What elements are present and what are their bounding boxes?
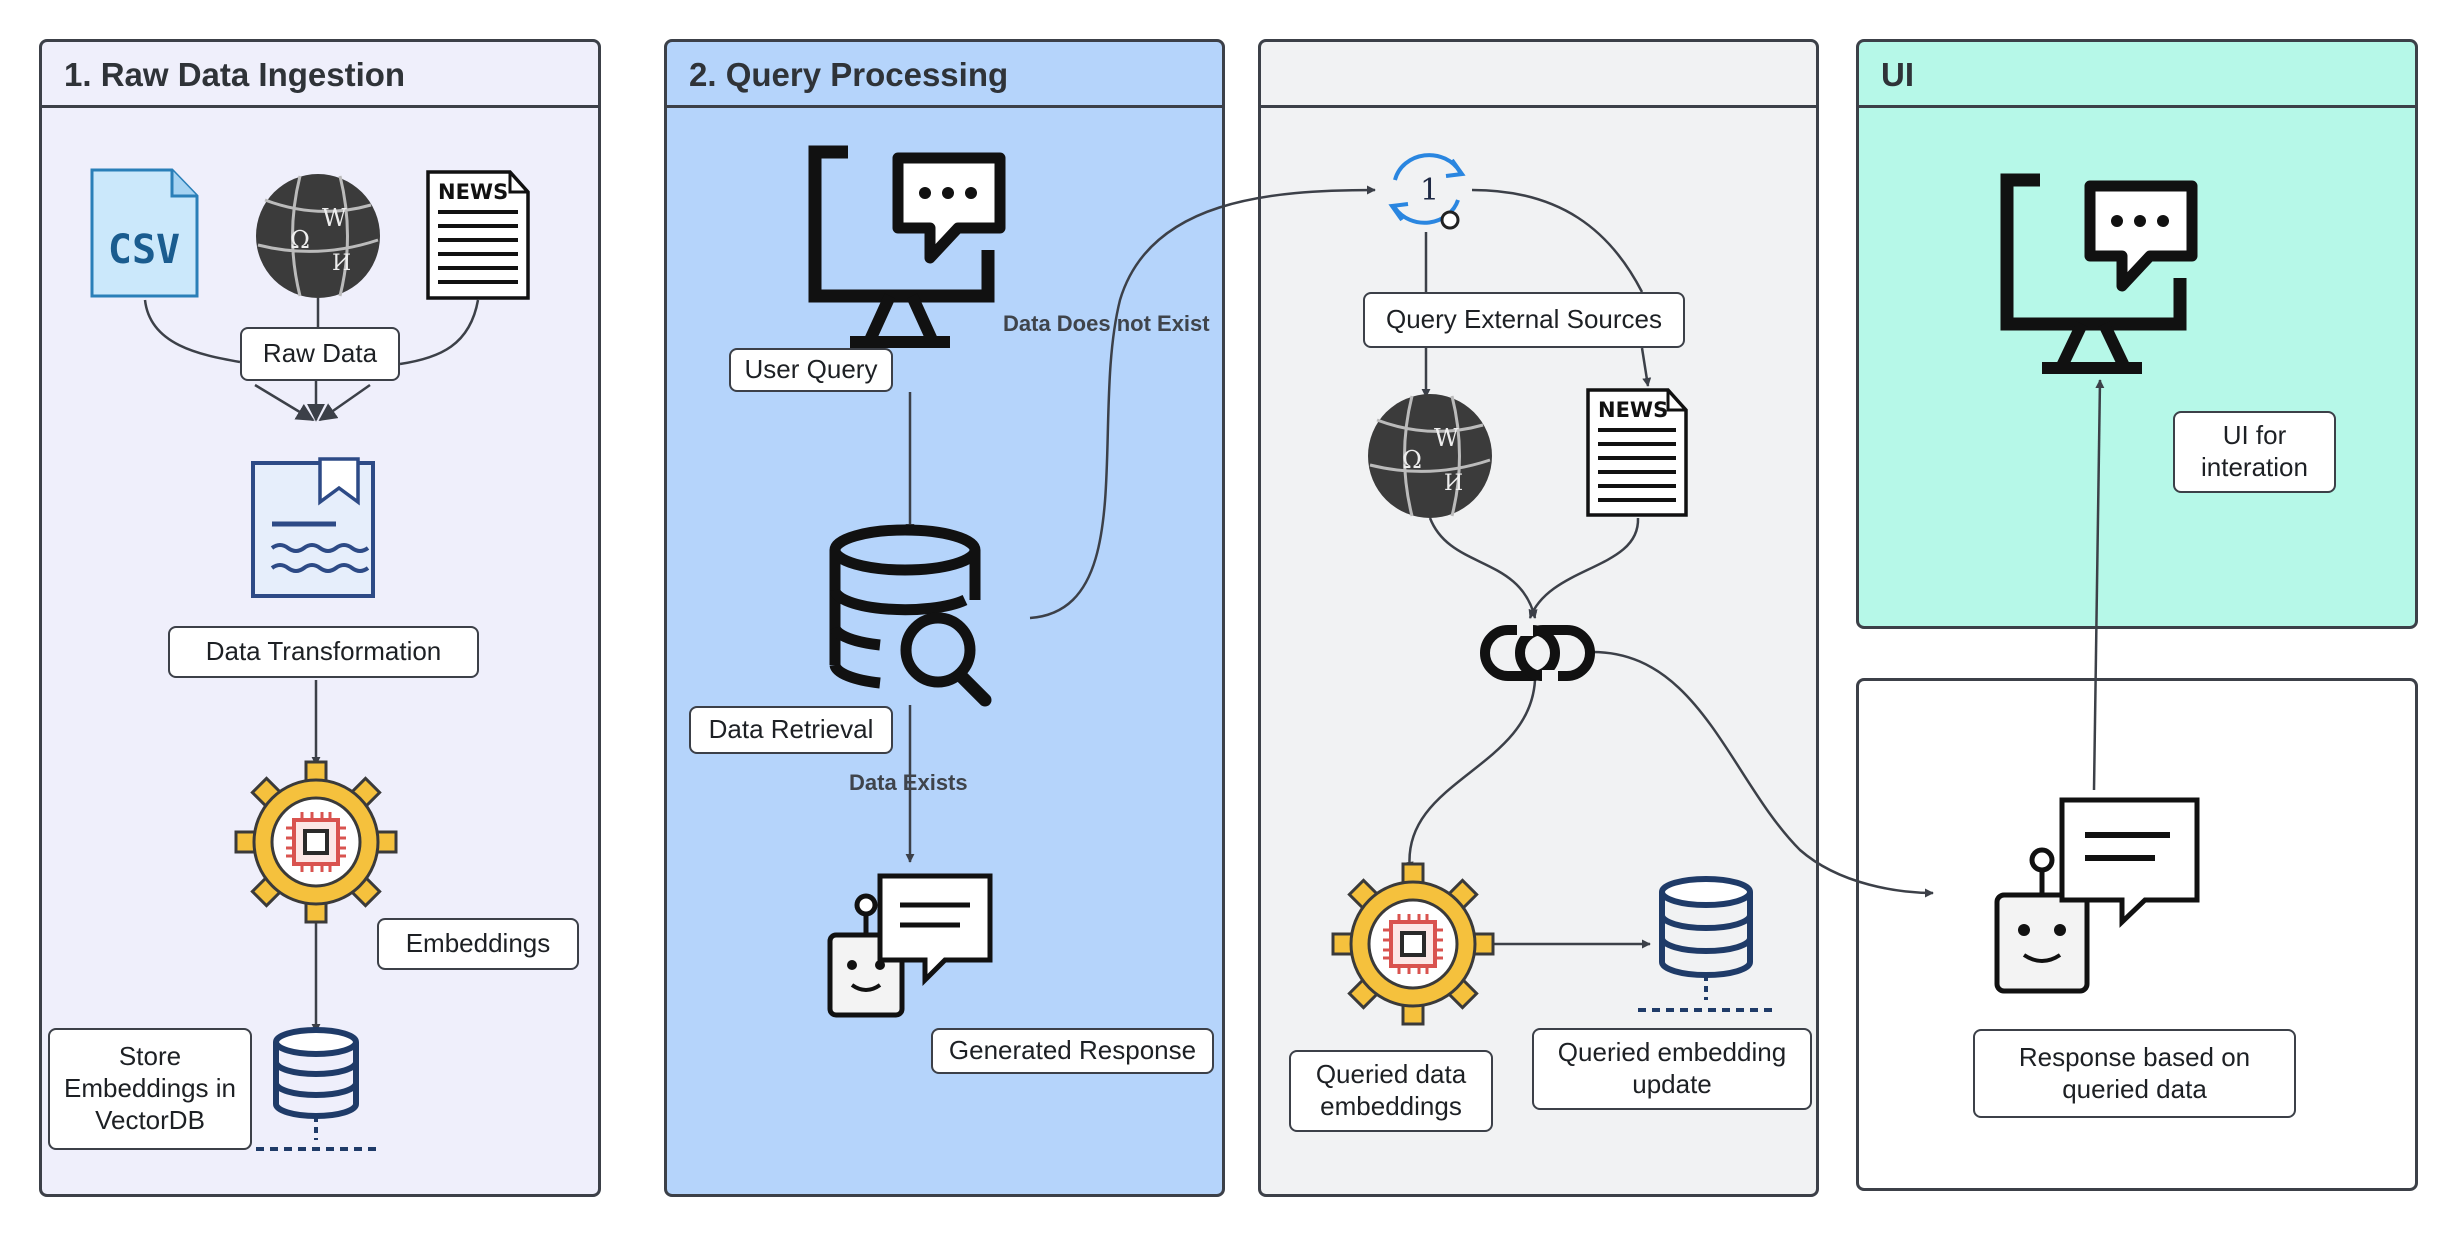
queried-data-embeddings-label: Queried data embeddings <box>1289 1050 1493 1132</box>
news-label: NEWS <box>438 180 508 204</box>
edges-ui <box>2092 379 2105 791</box>
monitor-chat-icon <box>808 145 1006 348</box>
edge-news-to-raw <box>399 299 480 366</box>
wiki-glyph: W <box>1434 424 1459 452</box>
refresh-icon: 1 <box>1388 153 1466 230</box>
csv-file-icon: CSV <box>90 168 199 298</box>
edge-data-not-exist <box>1029 185 1376 620</box>
edge-news-to-link <box>1528 517 1640 619</box>
query-external-sources-label: Query External Sources <box>1363 292 1685 348</box>
wiki-glyph: Ω <box>1402 446 1422 474</box>
user-query-label: User Query <box>729 348 893 392</box>
raw-data-label: Raw Data <box>240 327 400 381</box>
edges-query <box>905 185 1376 863</box>
document-icon <box>251 457 375 598</box>
edge-raw-to-transform-a <box>254 383 315 422</box>
wiki-glyph: И <box>1444 471 1463 496</box>
embedding-gear-icon <box>234 760 398 924</box>
data-retrieval-label: Data Retrieval <box>689 706 893 754</box>
vector-database-icon <box>1638 876 1775 1012</box>
data-transformation-label: Data Transformation <box>168 626 479 678</box>
embedding-gear-icon <box>1331 862 1495 1026</box>
response-queried-label: Response based on queried data <box>1973 1029 2296 1118</box>
panel-external-sources <box>1258 39 1819 1197</box>
edge-refresh-arc <box>1471 188 1644 293</box>
edge-label-data-exists: Data Exists <box>849 770 968 795</box>
edge-query-to-news <box>1640 347 1652 387</box>
generated-response-label: Generated Response <box>931 1028 1214 1074</box>
csv-label: CSV <box>108 227 180 273</box>
newspaper-icon: NEWS <box>1586 388 1688 517</box>
edge-link-to-response <box>1589 650 1934 898</box>
monitor-chat-icon <box>2000 173 2198 374</box>
panel-ui: UI <box>1856 39 2418 629</box>
panel-title <box>1261 42 1816 108</box>
wikipedia-globe-icon: Ω W И <box>256 174 380 298</box>
database-search-icon <box>829 524 992 707</box>
store-embeddings-label: Store Embeddings in VectorDB <box>48 1028 252 1150</box>
queried-embedding-update-label: Queried embedding update <box>1532 1028 1812 1110</box>
edge-wiki-to-link <box>1428 517 1538 619</box>
link-icon <box>1480 624 1595 682</box>
panel-title: 2. Query Processing <box>667 42 1222 108</box>
edge-link-to-qemb <box>1404 679 1537 871</box>
edge-label-data-not-exist: Data Does not Exist <box>1003 311 1210 336</box>
wikipedia-globe-icon: Ω W И <box>1368 394 1492 518</box>
ui-interaction-label: UI for interation <box>2173 411 2336 493</box>
vector-database-icon <box>256 1027 376 1151</box>
panel-title: 1. Raw Data Ingestion <box>42 42 598 108</box>
edges-external <box>1404 188 1934 949</box>
embeddings-label: Embeddings <box>377 918 579 970</box>
edge-raw-to-transform-b <box>318 383 371 422</box>
edge-csv-to-raw <box>143 299 241 364</box>
panel-title: UI <box>1859 42 2415 108</box>
refresh-badge-number: 1 <box>1420 173 1439 208</box>
news-label: NEWS <box>1598 398 1668 422</box>
wiki-glyph: Ω <box>290 226 310 254</box>
chatbot-icon <box>1994 797 2200 994</box>
wiki-glyph: И <box>332 251 351 276</box>
edge-response-to-ui <box>2092 379 2105 791</box>
wiki-glyph: W <box>322 204 347 232</box>
edges-ingestion <box>143 298 480 1033</box>
chatbot-icon <box>827 873 993 1018</box>
newspaper-icon: NEWS <box>426 170 530 300</box>
